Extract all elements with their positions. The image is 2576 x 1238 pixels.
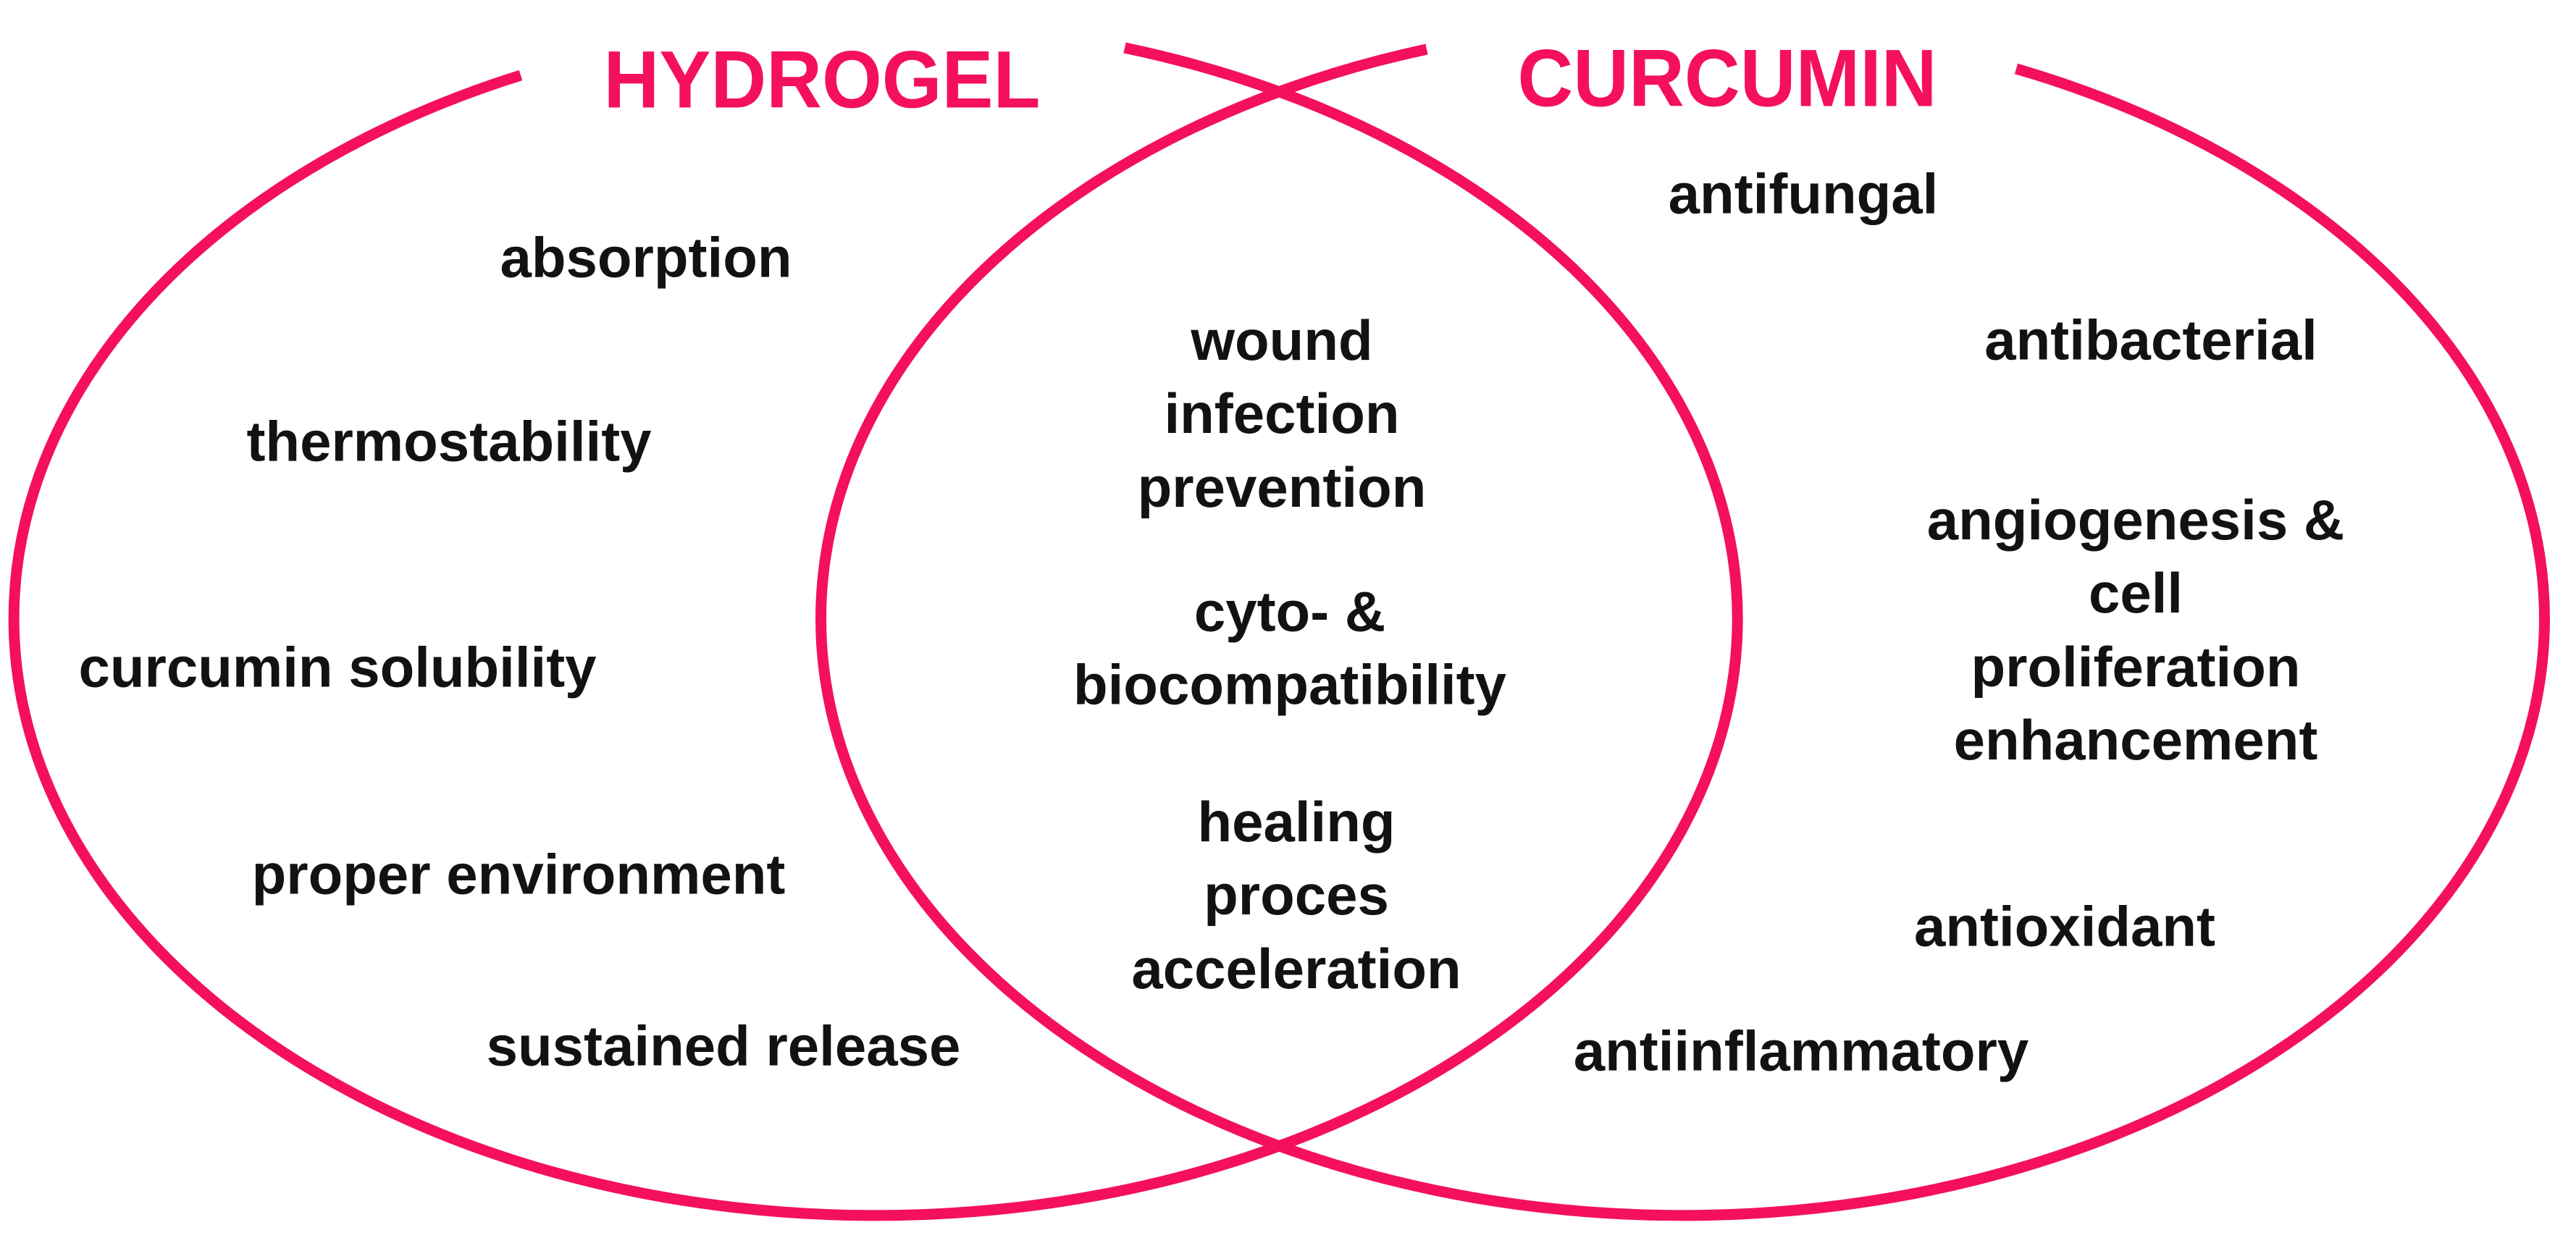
curcumin-item-antifungal: antifungal (1668, 161, 1939, 226)
curcumin-title: CURCUMIN (1517, 33, 1937, 124)
curcumin-item-angiogenesis-cell-proliferation: angiogenesis & cell proliferation enhanc… (1926, 488, 2345, 772)
hydrogel-title: HYDROGEL (603, 34, 1041, 125)
hydrogel-item-absorption: absorption (500, 225, 792, 290)
curcumin-item-antiinflammatory: antiinflammatory (1573, 1019, 2029, 1083)
hydrogel-ellipse-outline (8, 42, 1743, 1221)
shared-item-cyto-biocompatibility: cyto- & biocompatibility (1073, 579, 1507, 717)
shared-item-healing-proces-acceleration: healing proces acceleration (1131, 789, 1461, 1001)
curcumin-item-antioxidant: antioxidant (1913, 894, 2216, 959)
hydrogel-item-curcumin-solubility: curcumin solubility (78, 635, 597, 699)
hydrogel-item-sustained-release: sustained release (486, 1014, 961, 1078)
curcumin-item-antibacterial: antibacterial (1984, 308, 2317, 372)
hydrogel-item-thermostability: thermostability (246, 409, 652, 473)
curcumin-ellipse-outline (815, 43, 2551, 1221)
shared-item-wound-infection-prevention: wound infection prevention (1137, 308, 1427, 519)
hydrogel-item-proper-environment: proper environment (251, 842, 786, 906)
